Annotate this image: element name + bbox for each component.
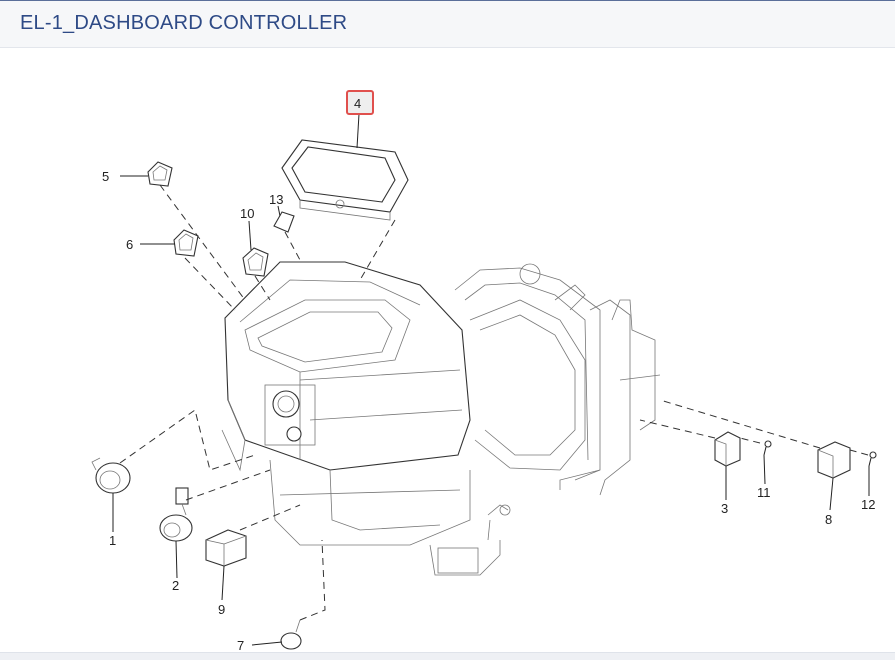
callout-4[interactable]: 4 [354, 96, 361, 111]
part-5-switch [147, 161, 173, 187]
callout-10[interactable]: 10 [240, 206, 254, 221]
bottom-bar [0, 652, 895, 660]
part-10-switch [242, 247, 269, 277]
callout-9[interactable]: 9 [218, 602, 225, 617]
part-4-display [281, 139, 409, 221]
callout-4-highlight[interactable] [346, 90, 374, 115]
frame-drawing [454, 263, 661, 496]
dashboard-body-drawing [221, 261, 511, 576]
assembly-lines [119, 184, 869, 621]
top-border [0, 0, 895, 1]
callout-5[interactable]: 5 [102, 169, 109, 184]
callout-6[interactable]: 6 [126, 237, 133, 252]
part-6-switch [173, 229, 199, 257]
callout-3[interactable]: 3 [721, 501, 728, 516]
page-title: EL-1_DASHBOARD CONTROLLER [20, 12, 348, 34]
callout-12[interactable]: 12 [861, 497, 875, 512]
callout-8[interactable]: 8 [825, 512, 832, 527]
part-3-module [714, 431, 741, 467]
part-2-key-switch [159, 487, 193, 542]
callout-1[interactable]: 1 [109, 533, 116, 548]
part-11-screw [763, 440, 772, 456]
callout-7[interactable]: 7 [237, 638, 244, 652]
leader-lines [112, 113, 870, 646]
part-8-module [817, 441, 851, 479]
part-9-relay [205, 529, 247, 567]
callout-2[interactable]: 2 [172, 578, 179, 593]
callout-11[interactable]: 11 [757, 485, 771, 500]
parts-diagram: 4 5 6 10 13 1 2 9 7 3 11 8 12 [91, 90, 877, 652]
part-7-buzzer [280, 619, 302, 650]
callout-13[interactable]: 13 [269, 192, 283, 207]
part-12-screw [868, 451, 877, 467]
page-header: EL-1_DASHBOARD CONTROLLER [0, 1, 895, 48]
part-1-ignition-switch [91, 457, 131, 494]
part-13-cover [273, 211, 295, 233]
